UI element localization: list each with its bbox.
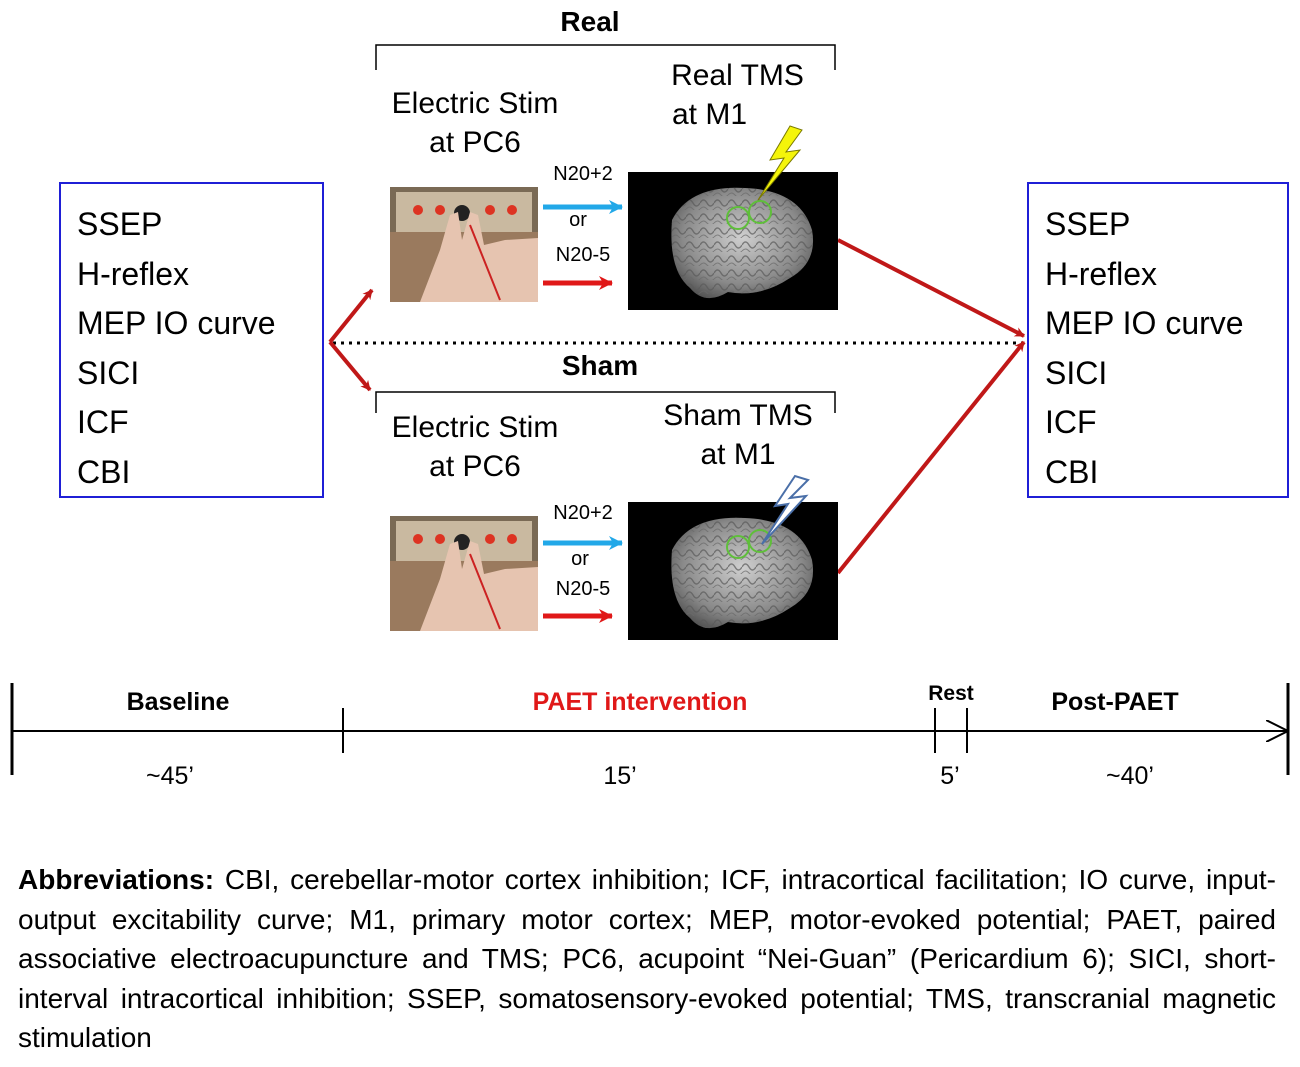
timeline-duration-paet: 15’: [603, 762, 637, 790]
baseline-measures-box: SSEP H-reflex MEP IO curve SICI ICF CBI: [59, 182, 324, 498]
timeline: [10, 683, 1290, 775]
abbreviations-text: CBI, cerebellar-motor cortex inhibition;…: [18, 864, 1276, 1053]
sham-lightning-bolt: [761, 474, 810, 545]
measure-item: ICF: [1045, 404, 1097, 440]
measure-item: SICI: [1045, 354, 1108, 391]
timeline-phase-post: Post-PAET: [1051, 688, 1179, 716]
measure-item: MEP IO curve: [77, 305, 276, 341]
real-timing-b: N20-5: [555, 244, 611, 266]
measure-item: SSEP: [1045, 206, 1131, 242]
sham-tms-label: Sham TMS at M1: [663, 399, 813, 471]
timeline-phase-paet: PAET intervention: [532, 688, 748, 716]
real-stimulator-photo: [390, 187, 538, 302]
sham-heading: Sham: [561, 350, 639, 381]
real-stim-label: Electric Stim at PC6: [391, 87, 559, 159]
timeline-phase-baseline: Baseline: [126, 688, 230, 716]
timeline-duration-baseline: ~45’: [146, 762, 194, 790]
real-brain-image: [628, 172, 838, 310]
post-measures-box: SSEP H-reflex MEP IO curve SICI ICF CBI: [1027, 182, 1289, 498]
real-bracket: [375, 44, 836, 70]
measure-item: SICI: [77, 354, 140, 391]
sham-timing-or: or: [571, 548, 589, 570]
converge-arrow-real: [837, 238, 1025, 338]
abbreviations-heading: Abbreviations:: [18, 864, 215, 895]
timeline-duration-rest: 5’: [940, 762, 960, 790]
sham-brain-image: [628, 502, 838, 640]
real-timing-a: N20+2: [553, 163, 613, 185]
sham-stim-label: Electric Stim at PC6: [391, 411, 559, 483]
real-lightning-bolt: [757, 125, 803, 201]
measure-item: ICF: [77, 404, 129, 440]
sham-bracket: [375, 391, 836, 413]
measure-item: SSEP: [77, 206, 163, 242]
sham-timing-b: N20-5: [555, 578, 611, 600]
measure-item: CBI: [77, 453, 131, 490]
sham-timing-a: N20+2: [553, 502, 613, 524]
sham-stimulator-photo: [390, 516, 538, 631]
abbreviations-paragraph: Abbreviations: CBI, cerebellar-motor cor…: [18, 860, 1276, 1058]
branch-arrow-sham: [328, 340, 372, 392]
timeline-phase-rest: Rest: [928, 682, 974, 705]
branch-arrow-real: [328, 288, 374, 344]
real-timing-or: or: [569, 209, 587, 231]
measure-item: H-reflex: [77, 255, 190, 292]
timeline-duration-post: ~40’: [1106, 762, 1154, 790]
real-tms-label: Real TMS at M1: [671, 59, 804, 131]
measure-item: MEP IO curve: [1045, 305, 1244, 341]
measure-item: CBI: [1045, 453, 1099, 490]
converge-arrow-sham: [836, 340, 1026, 575]
real-heading: Real: [560, 6, 620, 37]
measure-item: H-reflex: [1045, 255, 1158, 292]
